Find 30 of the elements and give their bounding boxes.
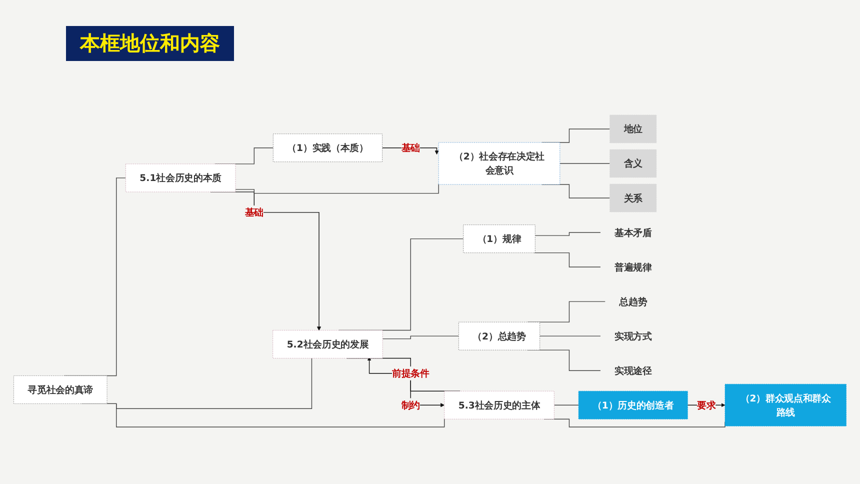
- connector: [235, 184, 439, 194]
- connector: [534, 232, 601, 236]
- edge-label: 基础: [244, 206, 264, 218]
- title-banner: 本框地位和内容: [66, 26, 234, 61]
- node-box: （1）历史的创造者: [578, 390, 688, 420]
- node-box: （1）实践（本质）: [272, 134, 383, 162]
- node-text: 普遍规律: [614, 261, 652, 273]
- node-text: 实现途径: [614, 364, 652, 376]
- node-box: 含义: [610, 149, 657, 178]
- node-box: 5.1社会历史的本质: [125, 164, 236, 192]
- node-box: 关系: [610, 184, 657, 212]
- connector: [382, 336, 460, 340]
- node-box: 寻觅社会的真谛: [14, 375, 108, 404]
- edge-label: 要求: [697, 400, 716, 411]
- node-box: 地位: [610, 114, 657, 144]
- node-text: 基本矛盾: [614, 226, 652, 238]
- node-box: 5.3社会历史的主体: [444, 390, 554, 420]
- node-text: 实现方式: [614, 330, 652, 342]
- node-box: （2）社会存在决定社会意识: [438, 142, 560, 185]
- node-text: 总趋势: [619, 296, 648, 308]
- node-box: （1）规律: [463, 224, 536, 254]
- node-box: 5.2社会历史的发展: [272, 330, 383, 358]
- connector: [534, 252, 601, 268]
- node-box: （2）群众观点和群众路线: [724, 384, 846, 426]
- node-box: （2）总趋势: [458, 322, 540, 350]
- edge-label: 基础: [401, 142, 420, 154]
- connector: [554, 404, 579, 406]
- connector: [560, 163, 610, 164]
- edge-label: 制约: [401, 400, 420, 411]
- edge-label: 前提条件: [392, 368, 430, 379]
